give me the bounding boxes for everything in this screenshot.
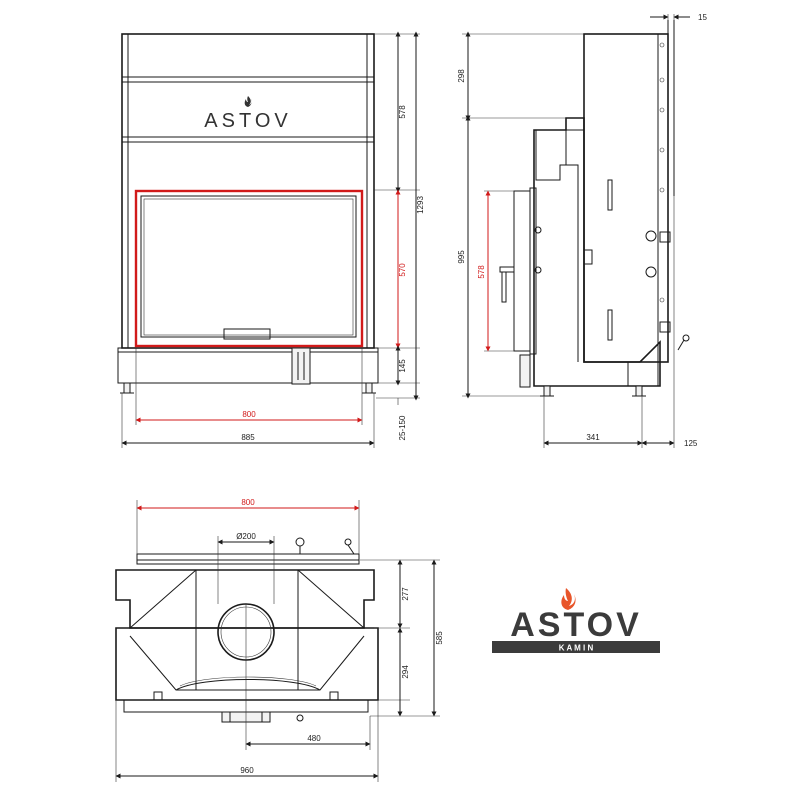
side-view: 15 298 995 578 341 125 (457, 13, 707, 448)
front-door-frame (134, 189, 364, 348)
top-view: 800 Ø200 277 294 585 480 960 (115, 498, 444, 782)
dim-side-door-height: 578 (477, 265, 486, 279)
dim-side-body-height: 995 (457, 250, 466, 264)
dim-front-bottom: 145 (398, 359, 407, 373)
dim-top-total-depth: 585 (435, 631, 444, 645)
dim-front-door-height: 570 (398, 263, 407, 277)
dim-side-top-height: 298 (457, 69, 466, 83)
front-view: ASTOV 578 570 145 1293 25-150 (117, 31, 425, 448)
dim-side-top-gap: 15 (698, 13, 707, 22)
dim-side-depth: 341 (586, 433, 600, 442)
dim-top-front-depth: 277 (401, 587, 410, 601)
front-door-brand: ASTOV (204, 110, 291, 132)
dim-front-door-width: 800 (242, 410, 256, 419)
dim-front-feet: 25-150 (398, 415, 407, 440)
brand-logo: ASTOV K A M I N (492, 588, 660, 653)
dim-side-rear: 125 (684, 439, 698, 448)
dim-front-upper: 578 (398, 105, 407, 119)
dim-front-total-width: 885 (241, 433, 255, 442)
logo-brand: ASTOV (510, 606, 642, 644)
dim-top-flue-offset: 480 (307, 734, 321, 743)
dim-top-door-width: 800 (241, 498, 255, 507)
flame-icon (244, 96, 252, 107)
dim-top-flue: Ø200 (236, 532, 256, 541)
logo-tagline: K A M I N (559, 644, 594, 653)
dim-front-total-height: 1293 (416, 196, 425, 214)
dim-top-rear-depth: 294 (401, 665, 410, 679)
flame-icon (561, 588, 576, 610)
dim-top-total-width: 960 (240, 766, 254, 775)
